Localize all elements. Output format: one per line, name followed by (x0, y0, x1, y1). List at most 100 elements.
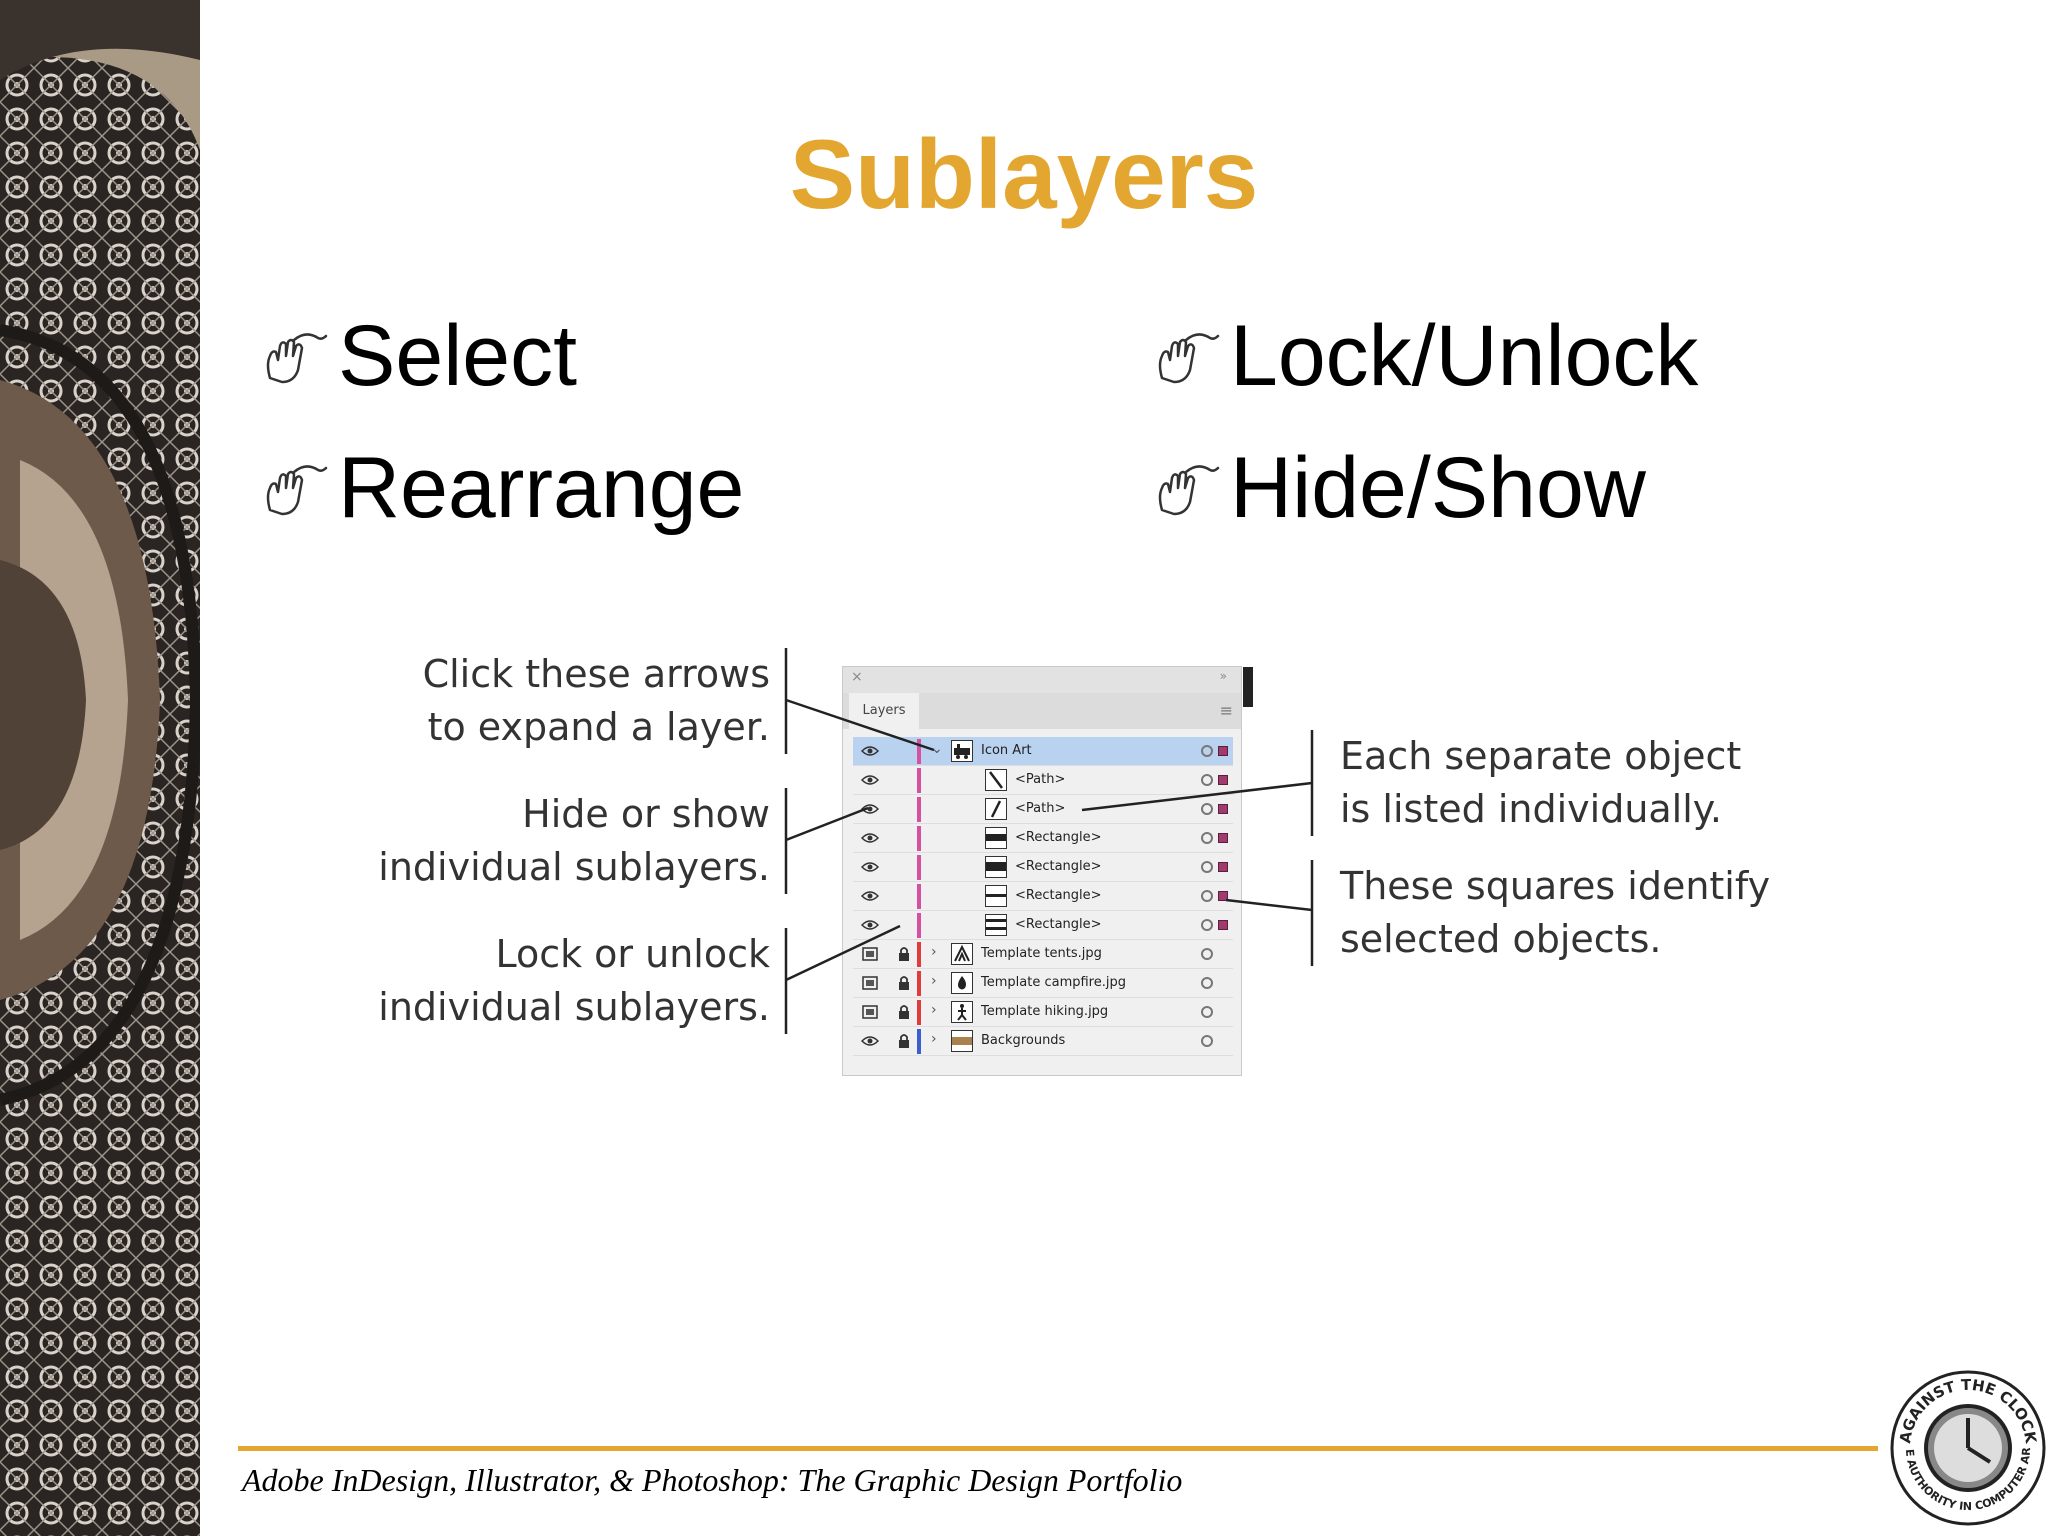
layer-thumbnail (951, 740, 973, 762)
layer-color-bar (917, 884, 921, 909)
target-icon[interactable] (1201, 1035, 1213, 1047)
collapse-icon[interactable]: » (1219, 669, 1227, 683)
expand-arrow-icon[interactable]: ⌄ (931, 741, 943, 757)
layer-thumbnail (985, 856, 1007, 878)
layer-row[interactable]: <Rectangle> (853, 824, 1233, 853)
layer-color-bar (917, 739, 921, 764)
bullet-text: Select (338, 308, 578, 404)
callout-selection-squares: These squares identify selected objects. (1340, 860, 1770, 966)
callout-line: individual sublayers. (378, 845, 770, 889)
bullet-text: Rearrange (338, 440, 745, 536)
callout-expand-arrows: Click these arrows to expand a layer. (423, 648, 770, 754)
callout-line: Each separate object (1340, 734, 1742, 778)
layer-name[interactable]: <Path> (1015, 772, 1066, 787)
layer-name[interactable]: Template hiking.jpg (981, 1004, 1109, 1019)
hand-pointer-icon (1158, 333, 1220, 384)
callout-line: is listed individually. (1340, 787, 1722, 831)
layer-row[interactable]: <Rectangle> (853, 882, 1233, 911)
callout-line: individual sublayers. (378, 985, 770, 1029)
expand-arrow-icon[interactable]: › (931, 1002, 937, 1018)
expand-arrow-icon[interactable]: › (931, 1031, 937, 1047)
template-visibility-icon[interactable] (861, 1004, 879, 1020)
layer-name[interactable]: Icon Art (981, 743, 1032, 758)
expand-arrow-icon[interactable]: › (931, 944, 937, 960)
layer-name[interactable]: Template campfire.jpg (981, 975, 1126, 990)
layer-row[interactable]: ⌄ Icon Art (853, 737, 1233, 766)
hand-pointer-icon (266, 465, 328, 516)
layer-row[interactable]: › Template campfire.jpg (853, 969, 1233, 998)
target-icon[interactable] (1201, 861, 1213, 873)
layer-thumbnail (985, 827, 1007, 849)
layers-panel: × » Layers ≡ ⌄ Icon Art <Path> <Path> <R… (842, 666, 1253, 1076)
layer-name[interactable]: Backgrounds (981, 1033, 1066, 1048)
tab-layers[interactable]: Layers (849, 693, 919, 729)
layer-color-bar (917, 971, 921, 996)
selection-square-icon[interactable] (1218, 833, 1228, 843)
template-visibility-icon[interactable] (861, 946, 879, 962)
lock-icon[interactable] (897, 975, 911, 991)
lock-icon[interactable] (897, 1033, 911, 1049)
target-icon[interactable] (1201, 919, 1213, 931)
eye-icon[interactable] (861, 859, 879, 875)
layer-row[interactable]: › Backgrounds (853, 1027, 1233, 1056)
callout-lock: Lock or unlock individual sublayers. (378, 928, 770, 1034)
eye-icon[interactable] (861, 772, 879, 788)
selection-square-icon[interactable] (1218, 746, 1228, 756)
template-visibility-icon[interactable] (861, 975, 879, 991)
layer-thumbnail (985, 885, 1007, 907)
close-icon[interactable]: × (851, 669, 863, 685)
callout-each-object: Each separate object is listed individua… (1340, 730, 1741, 836)
target-icon[interactable] (1201, 774, 1213, 786)
selection-square-icon[interactable] (1218, 920, 1228, 930)
target-icon[interactable] (1201, 1006, 1213, 1018)
bullet-text: Hide/Show (1230, 440, 1646, 536)
layer-color-bar (917, 826, 921, 851)
panel-menu-icon[interactable]: ≡ (1219, 701, 1233, 720)
layer-color-bar (917, 1029, 921, 1054)
layer-name[interactable]: <Rectangle> (1015, 888, 1102, 903)
layer-row[interactable]: <Rectangle> (853, 853, 1233, 882)
lock-icon[interactable] (897, 1004, 911, 1020)
target-icon[interactable] (1201, 977, 1213, 989)
layer-thumbnail (951, 1001, 973, 1023)
selection-square-icon[interactable] (1218, 775, 1228, 785)
target-icon[interactable] (1201, 832, 1213, 844)
layer-color-bar (917, 768, 921, 793)
eye-icon[interactable] (861, 801, 879, 817)
slide-title: Sublayers (789, 119, 1259, 229)
bullet-text: Lock/Unlock (1230, 308, 1699, 404)
layer-row[interactable]: › Template hiking.jpg (853, 998, 1233, 1027)
selection-square-icon[interactable] (1218, 804, 1228, 814)
callout-line: Lock or unlock (495, 932, 770, 976)
eye-icon[interactable] (861, 743, 879, 759)
eye-icon[interactable] (861, 1033, 879, 1049)
target-icon[interactable] (1201, 803, 1213, 815)
layer-name[interactable]: <Rectangle> (1015, 859, 1102, 874)
footer-text: Adobe InDesign, Illustrator, & Photoshop… (242, 1462, 1183, 1498)
layer-thumbnail (985, 798, 1007, 820)
eye-icon[interactable] (861, 888, 879, 904)
layer-name[interactable]: Template tents.jpg (981, 946, 1102, 961)
target-icon[interactable] (1201, 948, 1213, 960)
layer-row[interactable]: <Path> (853, 766, 1233, 795)
selection-square-icon[interactable] (1218, 862, 1228, 872)
lock-icon[interactable] (897, 946, 911, 962)
layer-thumbnail (951, 1030, 973, 1052)
eye-icon[interactable] (861, 830, 879, 846)
layer-thumbnail (951, 972, 973, 994)
panel-scroll-thumb[interactable] (1243, 667, 1253, 707)
expand-arrow-icon[interactable]: › (931, 973, 937, 989)
layer-row[interactable]: <Path> (853, 795, 1233, 824)
layer-row[interactable]: <Rectangle> (853, 911, 1233, 940)
target-icon[interactable] (1201, 890, 1213, 902)
layer-name[interactable]: <Rectangle> (1015, 917, 1102, 932)
layer-color-bar (917, 797, 921, 822)
layer-row[interactable]: › Template tents.jpg (853, 940, 1233, 969)
layer-name[interactable]: <Rectangle> (1015, 830, 1102, 845)
target-icon[interactable] (1201, 745, 1213, 757)
eye-icon[interactable] (861, 917, 879, 933)
hand-pointer-icon (266, 333, 328, 384)
selection-square-icon[interactable] (1218, 891, 1228, 901)
layer-name[interactable]: <Path> (1015, 801, 1066, 816)
